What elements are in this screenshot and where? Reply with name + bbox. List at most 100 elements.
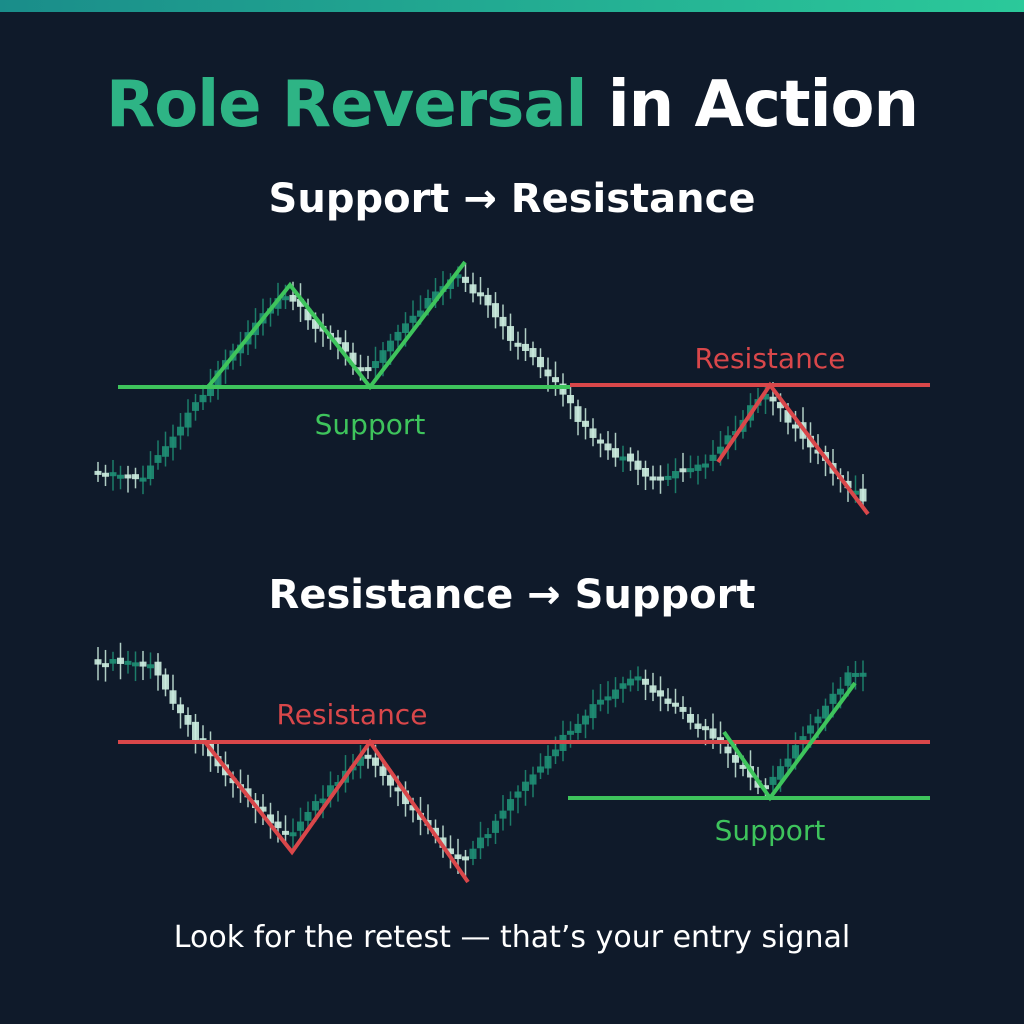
candle-body [784, 410, 792, 423]
candle-body [372, 361, 379, 369]
candle-body [679, 706, 687, 712]
candle-body [469, 284, 477, 294]
candle-body [432, 291, 439, 301]
candle-body [102, 472, 109, 477]
candle-body [567, 730, 574, 735]
candle-body [529, 774, 537, 785]
candle-body [649, 476, 657, 481]
candle-body [169, 690, 177, 704]
candle-body [589, 704, 597, 719]
candle-body [492, 303, 499, 318]
candle-body [732, 754, 739, 763]
candle-body [267, 814, 274, 824]
top-accent-bar [0, 0, 1024, 12]
candle-body [312, 319, 319, 329]
candle-body [484, 834, 492, 839]
candle-body [199, 394, 207, 403]
candle-body [769, 776, 777, 785]
candle-body [829, 693, 837, 704]
candle-body [604, 696, 612, 701]
candle-body [529, 348, 537, 358]
candle-body [777, 766, 784, 780]
candle-body [387, 775, 394, 786]
candle-body [109, 472, 117, 477]
candle-body [244, 788, 252, 798]
candle-body [792, 745, 799, 759]
candle-body [372, 757, 379, 766]
candle-body [642, 467, 649, 477]
footer-caption: Look for the retest — that’s your entry … [173, 920, 851, 955]
candle-body [177, 426, 184, 436]
candle-body [394, 331, 402, 341]
candle-body [117, 657, 124, 664]
candle-body [657, 690, 664, 697]
section-1-title: Support → Resistance [268, 176, 756, 222]
resistance-rejection-path [203, 738, 470, 884]
candle-body [739, 764, 747, 769]
candle-body [544, 755, 552, 769]
candle-body [147, 664, 154, 669]
candle-body [582, 420, 589, 427]
candle-body [762, 785, 769, 790]
candle-body [402, 790, 409, 805]
candle-body [402, 323, 409, 333]
candle-body [619, 456, 627, 461]
candle-body [477, 292, 484, 297]
candle-body [94, 659, 102, 665]
candle-body [552, 377, 559, 383]
candle-body [634, 460, 642, 470]
candle-body [409, 805, 417, 811]
candle-body [327, 785, 334, 797]
candle-body [634, 676, 642, 681]
support-label: Support [715, 814, 826, 847]
candle-body [784, 758, 792, 767]
candle-body [319, 798, 327, 804]
support-bounce-path [206, 260, 467, 391]
candle-body [274, 298, 282, 309]
candle-body [792, 424, 799, 429]
candle-body [567, 395, 574, 404]
candle-body [657, 476, 664, 481]
candle-body [132, 474, 139, 480]
candle-body [702, 726, 709, 731]
candle-body [379, 350, 387, 363]
candle-body [297, 821, 304, 831]
candle-body [597, 439, 604, 444]
resistance-rejection-path [716, 381, 870, 516]
resistance-label: Resistance [695, 342, 846, 375]
candle-body [447, 848, 454, 855]
candle-body [454, 274, 462, 279]
candle-body [777, 402, 784, 409]
candle-body [184, 715, 192, 725]
candle-body [492, 820, 499, 833]
candle-body [582, 715, 589, 725]
candle-body [499, 810, 507, 819]
candle-body [117, 474, 124, 479]
candle-body [814, 449, 822, 454]
candle-body [642, 678, 649, 685]
candle-body [499, 316, 507, 327]
candle-body [837, 688, 844, 695]
candle-body [342, 342, 349, 352]
candle-body [304, 811, 312, 821]
candle-body [627, 678, 634, 686]
candle-body [859, 488, 867, 502]
candle-body [522, 343, 529, 351]
page-title: Role Reversal in Action [0, 68, 1024, 142]
candle-body [94, 470, 102, 475]
candle-body [477, 837, 484, 849]
candle-body [469, 848, 477, 859]
candle-body [507, 799, 514, 811]
candle-body [424, 298, 432, 309]
candle-body [544, 369, 552, 377]
candle-body [679, 468, 687, 473]
candle-body [289, 832, 297, 837]
candle-body [619, 683, 627, 689]
candle-body [762, 393, 769, 400]
candle-body [147, 465, 154, 480]
candle-body [484, 294, 492, 306]
candle-body [852, 490, 859, 495]
candle-body [207, 384, 214, 397]
candle-body [672, 702, 679, 707]
candle-body [297, 298, 304, 307]
